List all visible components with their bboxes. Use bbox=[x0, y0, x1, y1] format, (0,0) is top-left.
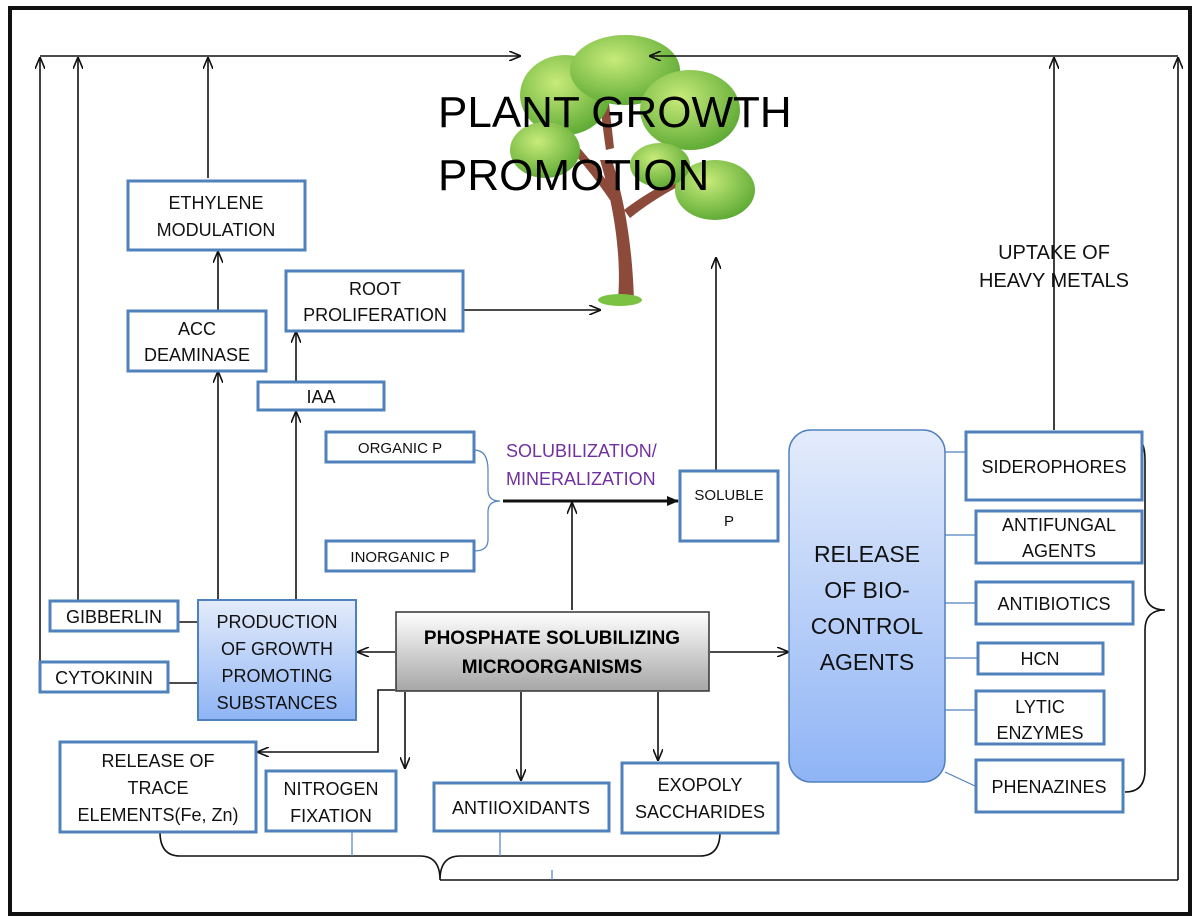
siderophores-box: SIDEROPHORES bbox=[964, 430, 1144, 502]
gibberlin-label: GIBBERLIN bbox=[66, 607, 162, 627]
outer-frame bbox=[8, 6, 1192, 916]
heavy-metals-line-1: UPTAKE OF bbox=[998, 242, 1110, 264]
exopoly-line-2: SACCHARIDES bbox=[635, 802, 765, 822]
center-line-2: MICROORGANISMS bbox=[462, 657, 643, 678]
growth-line-4: SUBSTANCES bbox=[217, 693, 338, 713]
title-line-2: PROMOTION bbox=[438, 151, 709, 200]
growth-substances-box: PRODUCTION OF GROWTH PROMOTING SUBSTANCE… bbox=[197, 599, 357, 721]
growth-line-3: PROMOTING bbox=[222, 666, 333, 686]
exopoly-box: EXOPOLY SACCHARIDES bbox=[620, 761, 780, 835]
antibiotics-label: ANTIBIOTICS bbox=[997, 594, 1110, 614]
acc-box: ACC DEAMINASE bbox=[126, 309, 268, 373]
soluble-p-box: SOLUBLE P bbox=[678, 469, 780, 543]
soluble-p-line-2: P bbox=[724, 513, 734, 530]
trace-line-3: ELEMENTS(Fe, Zn) bbox=[77, 805, 238, 825]
connectors bbox=[40, 56, 1178, 881]
antifungal-line-1: ANTIFUNGAL bbox=[1002, 515, 1116, 535]
ethylene-box: ETHYLENE MODULATION bbox=[126, 179, 307, 252]
trace-box: RELEASE OF TRACE ELEMENTS(Fe, Zn) bbox=[58, 740, 258, 834]
trace-line-1: RELEASE OF bbox=[101, 751, 214, 771]
solubilization-line-1: SOLUBILIZATION/ bbox=[506, 441, 657, 461]
iaa-box: IAA bbox=[256, 380, 386, 412]
inorganic-p-box: INORGANIC P bbox=[324, 539, 476, 573]
antioxidants-label: ANTIIOXIDANTS bbox=[452, 798, 590, 818]
siderophores-label: SIDEROPHORES bbox=[981, 457, 1126, 477]
ethylene-line-2: MODULATION bbox=[157, 220, 276, 240]
nitrogen-line-1: NITROGEN bbox=[283, 779, 378, 799]
growth-line-1: PRODUCTION bbox=[217, 612, 338, 632]
trace-line-2: TRACE bbox=[127, 778, 188, 798]
biocontrol-line-2: OF BIO- bbox=[824, 577, 910, 603]
soluble-p-line-1: SOLUBLE bbox=[694, 487, 763, 504]
lytic-line-1: LYTIC bbox=[1015, 697, 1065, 717]
lytic-box: LYTIC ENZYMES bbox=[974, 689, 1106, 746]
phenazines-box: PHENAZINES bbox=[974, 758, 1125, 814]
root-box: ROOT PROLIFERATION bbox=[284, 269, 465, 333]
root-line-1: ROOT bbox=[349, 279, 401, 299]
growth-line-2: OF GROWTH bbox=[221, 639, 333, 659]
cytokinin-label: CYTOKININ bbox=[55, 668, 153, 688]
organic-p-label: ORGANIC P bbox=[358, 440, 442, 457]
center-line-1: PHOSPHATE SOLUBILIZING bbox=[424, 628, 680, 649]
nitrogen-line-2: FIXATION bbox=[290, 806, 372, 826]
hcn-box: HCN bbox=[976, 641, 1105, 676]
antifungal-box: ANTIFUNGAL AGENTS bbox=[974, 509, 1144, 565]
tree-illustration bbox=[510, 35, 755, 306]
biocontrol-line-3: CONTROL bbox=[811, 613, 924, 639]
phenazines-label: PHENAZINES bbox=[991, 777, 1106, 797]
biocontrol-box: RELEASE OF BIO- CONTROL AGENTS bbox=[788, 429, 946, 783]
heavy-metals-line-2: HEAVY METALS bbox=[979, 270, 1129, 292]
iaa-label: IAA bbox=[306, 387, 335, 407]
antioxidants-box: ANTIIOXIDANTS bbox=[432, 781, 611, 833]
nitrogen-box: NITROGEN FIXATION bbox=[264, 769, 398, 833]
biocontrol-line-4: AGENTS bbox=[820, 649, 915, 675]
lytic-line-2: ENZYMES bbox=[996, 723, 1083, 743]
antifungal-line-2: AGENTS bbox=[1022, 541, 1096, 561]
center-box: PHOSPHATE SOLUBILIZING MICROORGANISMS bbox=[395, 611, 710, 692]
hcn-label: HCN bbox=[1021, 649, 1060, 669]
biocontrol-line-1: RELEASE bbox=[814, 541, 920, 567]
cytokinin-box: CYTOKININ bbox=[38, 660, 170, 694]
acc-line-1: ACC bbox=[178, 319, 216, 339]
title-line-1: PLANT GROWTH bbox=[438, 88, 792, 137]
solubilization-line-2: MINERALIZATION bbox=[506, 469, 656, 489]
organic-p-box: ORGANIC P bbox=[324, 430, 476, 464]
acc-line-2: DEAMINASE bbox=[144, 345, 250, 365]
root-line-2: PROLIFERATION bbox=[303, 305, 447, 325]
ethylene-line-1: ETHYLENE bbox=[168, 193, 263, 213]
gibberlin-box: GIBBERLIN bbox=[48, 599, 180, 633]
inorganic-p-label: INORGANIC P bbox=[350, 549, 449, 566]
exopoly-line-1: EXOPOLY bbox=[658, 775, 743, 795]
antibiotics-box: ANTIBIOTICS bbox=[974, 580, 1135, 626]
